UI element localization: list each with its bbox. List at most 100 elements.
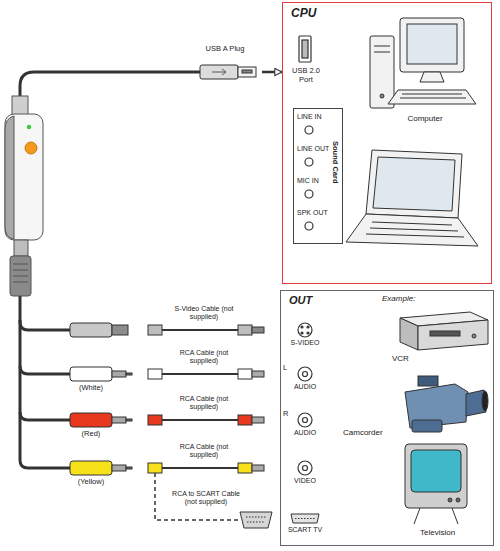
rca-connector-yellow	[126, 467, 132, 469]
rca-connector-white	[126, 373, 132, 375]
laptop-drawing	[366, 222, 464, 237]
jack-label: VIDEO	[282, 477, 328, 485]
usb-port-icon	[302, 40, 308, 58]
cable-trunk	[20, 366, 70, 420]
television-drawing	[456, 498, 460, 502]
usb-port-icon	[299, 36, 311, 62]
rca-connector-red	[148, 415, 162, 425]
out-panel: OUT	[280, 290, 494, 546]
rca-connector-red	[70, 413, 264, 427]
cable-label: RCA Cable (not supplied)	[166, 443, 242, 460]
rca-connector-red	[126, 419, 132, 421]
capture-device	[27, 125, 31, 129]
rca-connector-yellow	[70, 461, 112, 475]
sound-card-jack	[305, 222, 313, 230]
color-label: (Yellow)	[66, 477, 116, 486]
computer-drawing	[370, 36, 394, 108]
rca-jack	[298, 367, 312, 381]
rca-connector-yellow	[148, 463, 162, 473]
rca-connector-yellow	[162, 467, 238, 469]
vcr-drawing	[400, 318, 418, 350]
computer-drawing	[380, 94, 384, 98]
s-video-jack	[307, 326, 309, 328]
rca-connector-red	[162, 419, 238, 421]
television-drawing	[411, 450, 461, 492]
s-video-jack	[301, 326, 303, 328]
rca-connector-white	[112, 371, 126, 377]
rca-connector-white	[238, 369, 252, 379]
cable-label: RCA Cable (not supplied)	[166, 349, 242, 366]
rca-connector-yellow	[238, 463, 252, 473]
television-drawing	[414, 508, 458, 524]
cable-label: RCA to SCART Cable (not supplied)	[166, 490, 246, 507]
cable-label: RCA Cable (not supplied)	[166, 395, 242, 412]
computer-drawing	[400, 18, 464, 72]
s-video-connector	[70, 323, 264, 337]
rca-connector-white	[70, 367, 112, 381]
usb-port-icon	[299, 36, 311, 62]
usb-plug	[200, 65, 238, 79]
television-drawing	[448, 498, 452, 502]
computer-drawing	[370, 18, 476, 108]
example-heading: Example:	[382, 294, 442, 304]
scart-plug	[246, 517, 266, 522]
computer-drawing	[407, 24, 457, 64]
s-video-connector	[70, 323, 112, 337]
capture-device	[5, 116, 14, 239]
laptop-drawing	[346, 150, 478, 246]
sound-card-jack	[305, 190, 313, 198]
channel-label: L	[283, 363, 292, 372]
s-video-connector	[238, 325, 252, 335]
computer-drawing	[420, 72, 444, 82]
s-video-jack	[307, 332, 309, 334]
camcorder-drawing	[482, 391, 488, 411]
s-video-connector	[148, 325, 162, 335]
sound-card-jack	[305, 126, 313, 134]
jack-label: AUDIO	[282, 383, 328, 391]
device-label: Television	[420, 528, 480, 538]
laptop-drawing	[373, 157, 455, 211]
connection-arrow	[262, 71, 282, 74]
vertical-title: Sound Card	[331, 141, 340, 184]
panel-title: USB A Plug	[188, 44, 262, 53]
rca-connector-yellow	[252, 465, 264, 471]
cable-trunk	[20, 296, 70, 468]
capture-device	[13, 264, 28, 282]
rca-connector-white	[252, 371, 264, 377]
television-drawing	[405, 444, 467, 508]
s-video-connector	[252, 327, 264, 333]
scart-socket	[291, 514, 319, 523]
camcorder-drawing	[405, 376, 488, 432]
usb-plug	[200, 65, 256, 79]
vcr-drawing	[430, 331, 460, 336]
s-video-connector	[162, 329, 238, 331]
port-label: MIC IN	[297, 177, 319, 185]
capture-device	[10, 256, 31, 296]
channel-label: R	[283, 409, 292, 418]
port-label: USB 2.0 Port	[285, 66, 327, 84]
rca-jack	[303, 418, 308, 423]
color-label: (Red)	[66, 429, 116, 438]
sound-card-box: LINE INLINE OUTMIC INSPK OUTSound Card	[293, 108, 343, 244]
cable-label: S-Video Cable (not supplied)	[166, 305, 242, 322]
device-label: VCR	[392, 354, 432, 364]
rca-connector-white	[70, 367, 264, 381]
cable-trunk	[20, 296, 70, 330]
device-label: Computer	[385, 114, 465, 124]
capture-device	[5, 96, 43, 296]
capture-device	[14, 240, 28, 256]
computer-drawing	[400, 94, 466, 98]
color-label: (White)	[66, 383, 116, 392]
rca-connector-white	[162, 373, 238, 375]
television-drawing	[405, 444, 467, 524]
jack-label: AUDIO	[282, 429, 328, 437]
rca-connector-red	[238, 415, 252, 425]
usb-cable	[20, 72, 200, 97]
rca-connector-yellow	[70, 461, 264, 475]
scart-plug	[240, 512, 272, 528]
panel-title: CPU	[291, 6, 316, 20]
rca-connector-red	[252, 417, 264, 423]
laptop-drawing	[366, 150, 462, 218]
